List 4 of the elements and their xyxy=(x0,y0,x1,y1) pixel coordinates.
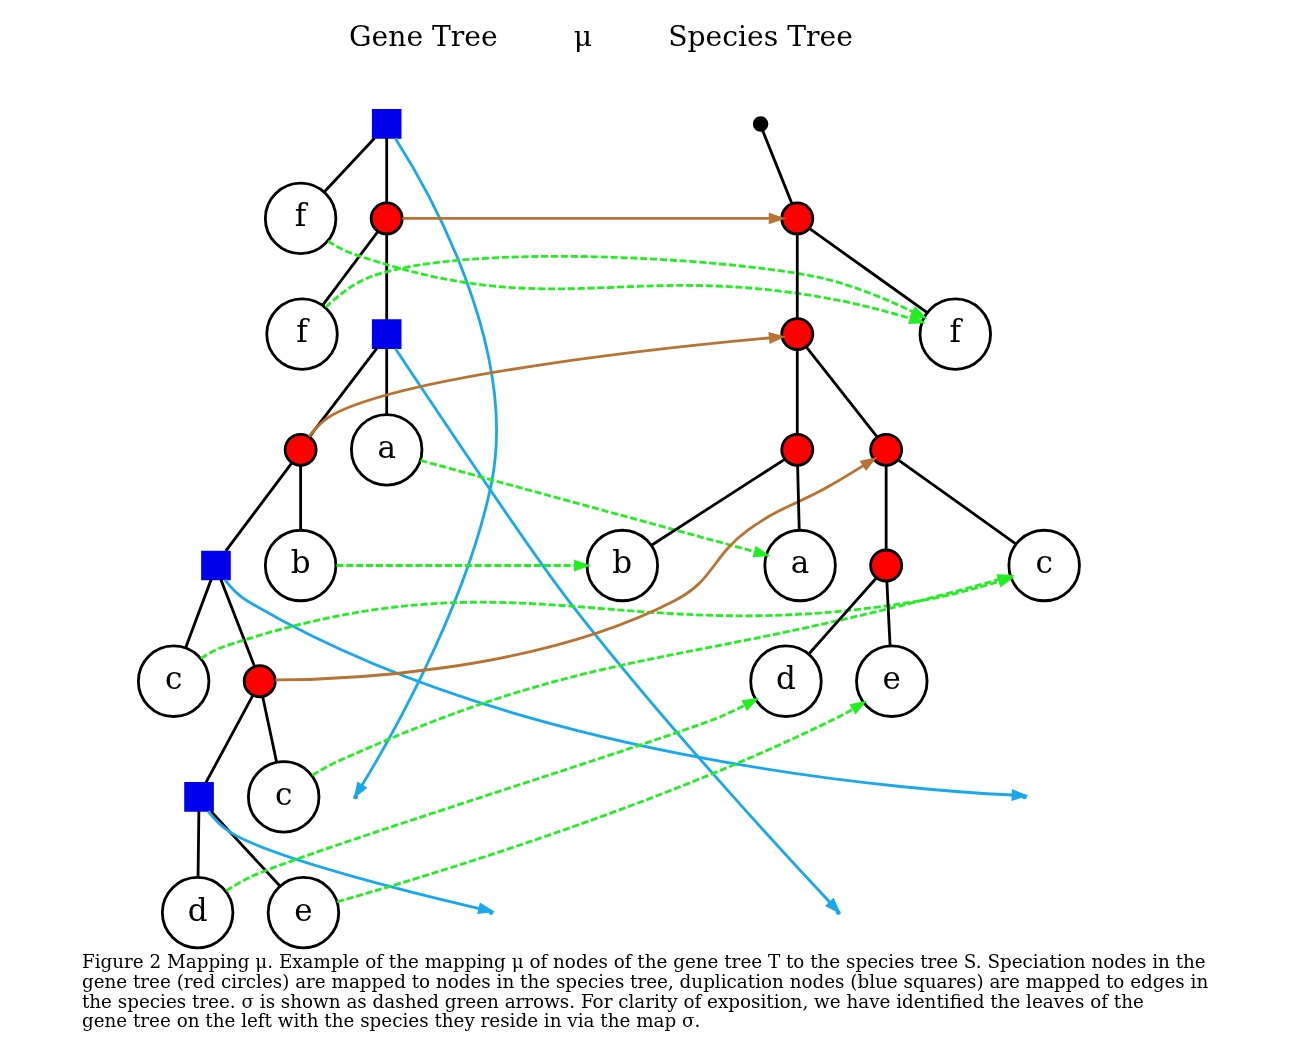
caption: Figure 2 Mapping μ. Example of the mapping μ of nodes of the gene tree T to the species tree S. Speciation nodes in the gene tree (red circles) are mapped to nodes in the species tree, duplication nodes (blue squares) are mapped to edges in the species tree. σ is shown as dashed green arrows. For clarity of exposition, we have identified the leaves of the gene tree on the left with the species they reside in via the map σ. xyxy=(81,951,1208,1032)
label: Gene Tree xyxy=(348,20,498,54)
label: Species Tree xyxy=(667,20,853,54)
label: μ xyxy=(573,20,592,54)
